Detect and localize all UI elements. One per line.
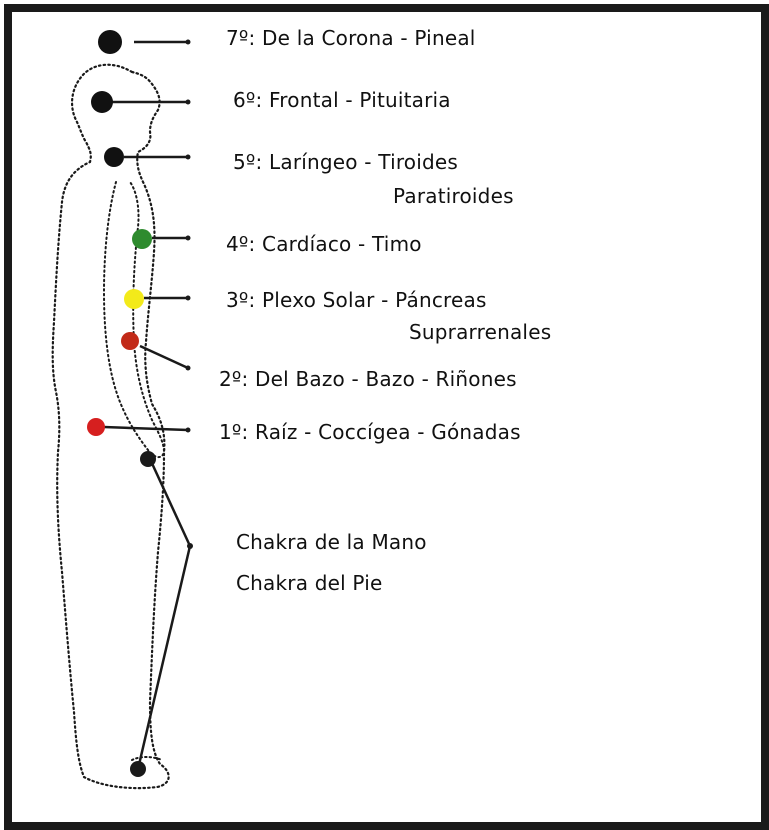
diagram-frame: 7º: De la Corona - Pineal 6º: Frontal - … (4, 4, 769, 830)
pointer-end-5 (186, 155, 191, 160)
label-chakra-7: 7º: De la Corona - Pineal (226, 26, 476, 50)
pointer-end-6 (186, 100, 191, 105)
label-chakra-6: 6º: Frontal - Pituitaria (233, 88, 451, 112)
pointer-line-1 (104, 427, 188, 430)
chakra-dot-4 (132, 229, 152, 249)
chakra-dot-3 (124, 289, 144, 309)
label-chakra-3-line2: Suprarrenales (409, 320, 551, 344)
pointer-end-1 (186, 428, 191, 433)
chakra-figure (12, 12, 761, 822)
label-hand-chakra: Chakra de la Mano (236, 530, 427, 554)
label-chakra-4: 4º: Cardíaco - Timo (226, 232, 422, 256)
pointer-end-7 (186, 40, 191, 45)
label-chakra-3: 3º: Plexo Solar - Páncreas (226, 288, 487, 312)
pointer-end-3 (186, 296, 191, 301)
label-chakra-5-line2: Paratiroides (393, 184, 514, 208)
chakra-dot-2 (121, 332, 139, 350)
pointer-line-foot (138, 546, 190, 769)
pointer-line-hand (150, 459, 190, 546)
label-foot-chakra: Chakra del Pie (236, 571, 383, 595)
label-chakra-1: 1º: Raíz - Coccígea - Gónadas (219, 420, 521, 444)
pointer-end-2 (186, 366, 191, 371)
chakra-dot-5 (104, 147, 124, 167)
chakra-dot-7 (98, 30, 122, 54)
pointer-end-4 (186, 236, 191, 241)
pointer-line-2 (140, 346, 188, 368)
chakra-dot-1 (87, 418, 105, 436)
chakra-dot-6 (91, 91, 113, 113)
foot-chakra-dot (130, 761, 146, 777)
hand-chakra-dot (140, 451, 156, 467)
label-chakra-5: 5º: Laríngeo - Tiroides (233, 150, 458, 174)
label-chakra-2: 2º: Del Bazo - Bazo - Riñones (219, 367, 517, 391)
